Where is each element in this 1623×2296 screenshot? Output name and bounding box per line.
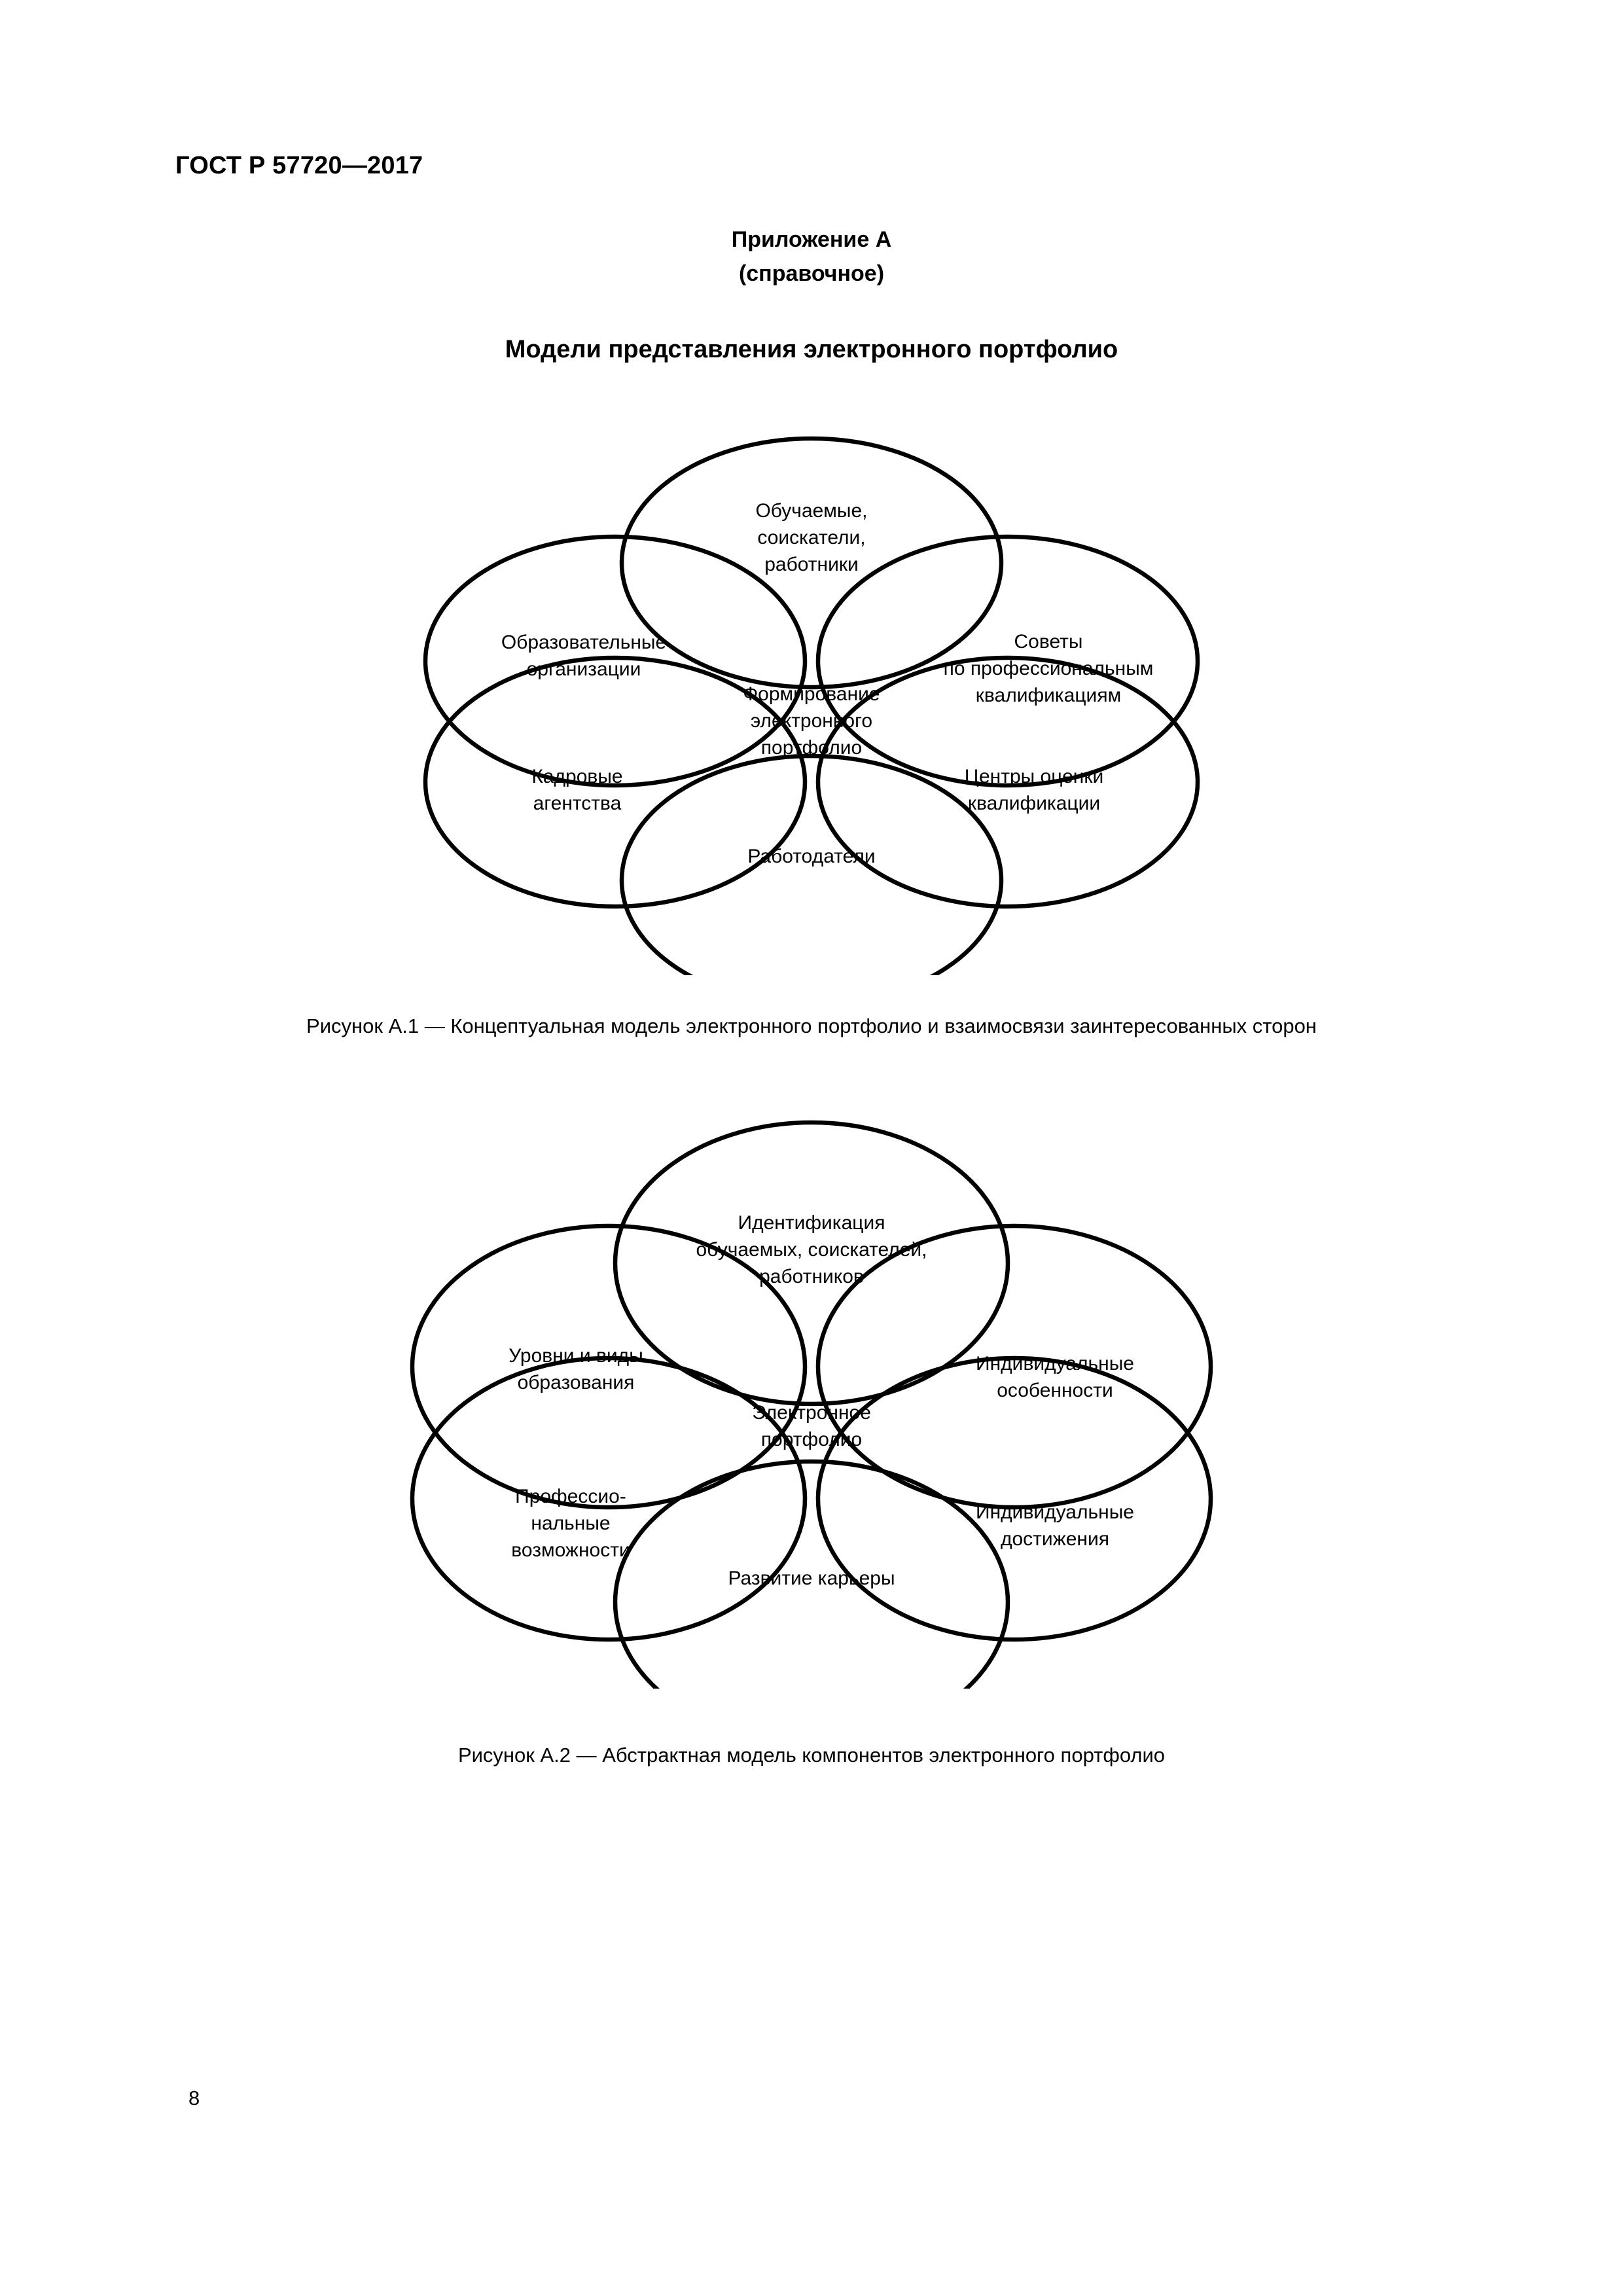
label-upper-left-line-2: образования bbox=[518, 1372, 635, 1393]
label-lower-left-line-1: Кадровые bbox=[531, 766, 622, 787]
label-center-line-2: портфолио bbox=[761, 1429, 862, 1450]
label-top-line-1: Идентификация bbox=[738, 1212, 885, 1234]
label-upper-right-line-1: Индивидуальные bbox=[976, 1353, 1134, 1374]
label-lower-right-line-1: Индивидуальные bbox=[976, 1501, 1134, 1523]
ellipse-lower-right bbox=[815, 1355, 1213, 1642]
figure-a2-caption: Рисунок А.2 — Абстрактная модель компоне… bbox=[457, 1744, 1166, 1767]
figure-a1-diagram: Обучаемые, соискатели, работники Образов… bbox=[423, 436, 1200, 975]
ellipse-upper-right bbox=[815, 1223, 1213, 1510]
ellipse-bottom bbox=[613, 1459, 1010, 1689]
label-upper-right-line-1: Советы bbox=[1014, 631, 1083, 653]
annex-heading-block: Приложение А (справочное) bbox=[0, 223, 1623, 291]
label-center-line-3: портфолио bbox=[761, 737, 862, 759]
ellipse-upper-right bbox=[815, 534, 1200, 788]
label-lower-right-line-1: Центры оценки bbox=[965, 766, 1103, 787]
label-upper-right-line-2: особенности bbox=[997, 1380, 1113, 1401]
label-bottom-line-1: Работодатели bbox=[747, 846, 875, 867]
label-top-line-2: соискатели, bbox=[757, 527, 865, 548]
ellipse-lower-left bbox=[410, 1355, 808, 1642]
ellipse-lower-left bbox=[423, 655, 808, 909]
label-center-line-2: электронного bbox=[751, 710, 872, 732]
label-top-line-2: обучаемых, соискателей, bbox=[696, 1239, 927, 1261]
page-number: 8 bbox=[188, 2087, 200, 2109]
label-upper-left-line-1: Уровни и виды bbox=[508, 1345, 643, 1367]
label-lower-right-line-2: достижения bbox=[1001, 1528, 1109, 1550]
label-upper-left-line-2: организации bbox=[527, 658, 641, 680]
figure-a1-caption: Рисунок А.1 — Концептуальная модель элек… bbox=[306, 1014, 1317, 1037]
label-upper-right-line-2: по профессиональным bbox=[944, 658, 1154, 679]
label-lower-left-line-2: нальные bbox=[531, 1513, 610, 1534]
label-upper-left-line-1: Образовательные bbox=[501, 632, 666, 653]
ellipse-top bbox=[619, 436, 1004, 690]
label-center-line-1: Формирование bbox=[743, 683, 880, 705]
ellipse-upper-left bbox=[410, 1223, 808, 1510]
ellipse-bottom bbox=[619, 753, 1004, 975]
label-upper-right-line-3: квалификациям bbox=[976, 685, 1121, 706]
annex-title: Модели представления электронного портфо… bbox=[505, 336, 1118, 363]
label-center-line-1: Электронное bbox=[752, 1402, 871, 1424]
label-lower-left-line-3: возможности bbox=[511, 1539, 630, 1561]
label-lower-left-line-2: агентства bbox=[533, 793, 622, 814]
ellipse-lower-right bbox=[815, 655, 1200, 909]
label-lower-left-line-1: Профессио- bbox=[515, 1486, 626, 1507]
ellipse-top bbox=[613, 1120, 1010, 1407]
figure-a1: Обучаемые, соискатели, работники Образов… bbox=[0, 399, 1623, 1039]
figure-a2-diagram: Идентификация обучаемых, соискателей, ра… bbox=[410, 1120, 1213, 1689]
document-header: ГОСТ Р 57720—2017 bbox=[175, 152, 423, 179]
annex-type: (справочное) bbox=[738, 261, 885, 286]
figure-a2: Идентификация обучаемых, соискателей, ра… bbox=[0, 1100, 1623, 1768]
ellipse-upper-left bbox=[423, 534, 808, 788]
label-top-line-3: работников bbox=[759, 1266, 864, 1287]
annex-label: Приложение А bbox=[731, 227, 892, 252]
label-top-line-3: работники bbox=[764, 554, 859, 575]
label-lower-right-line-2: квалификации bbox=[968, 793, 1100, 814]
label-top-line-1: Обучаемые, bbox=[755, 500, 867, 522]
label-bottom-line-1: Развитие карьеры bbox=[728, 1568, 895, 1589]
